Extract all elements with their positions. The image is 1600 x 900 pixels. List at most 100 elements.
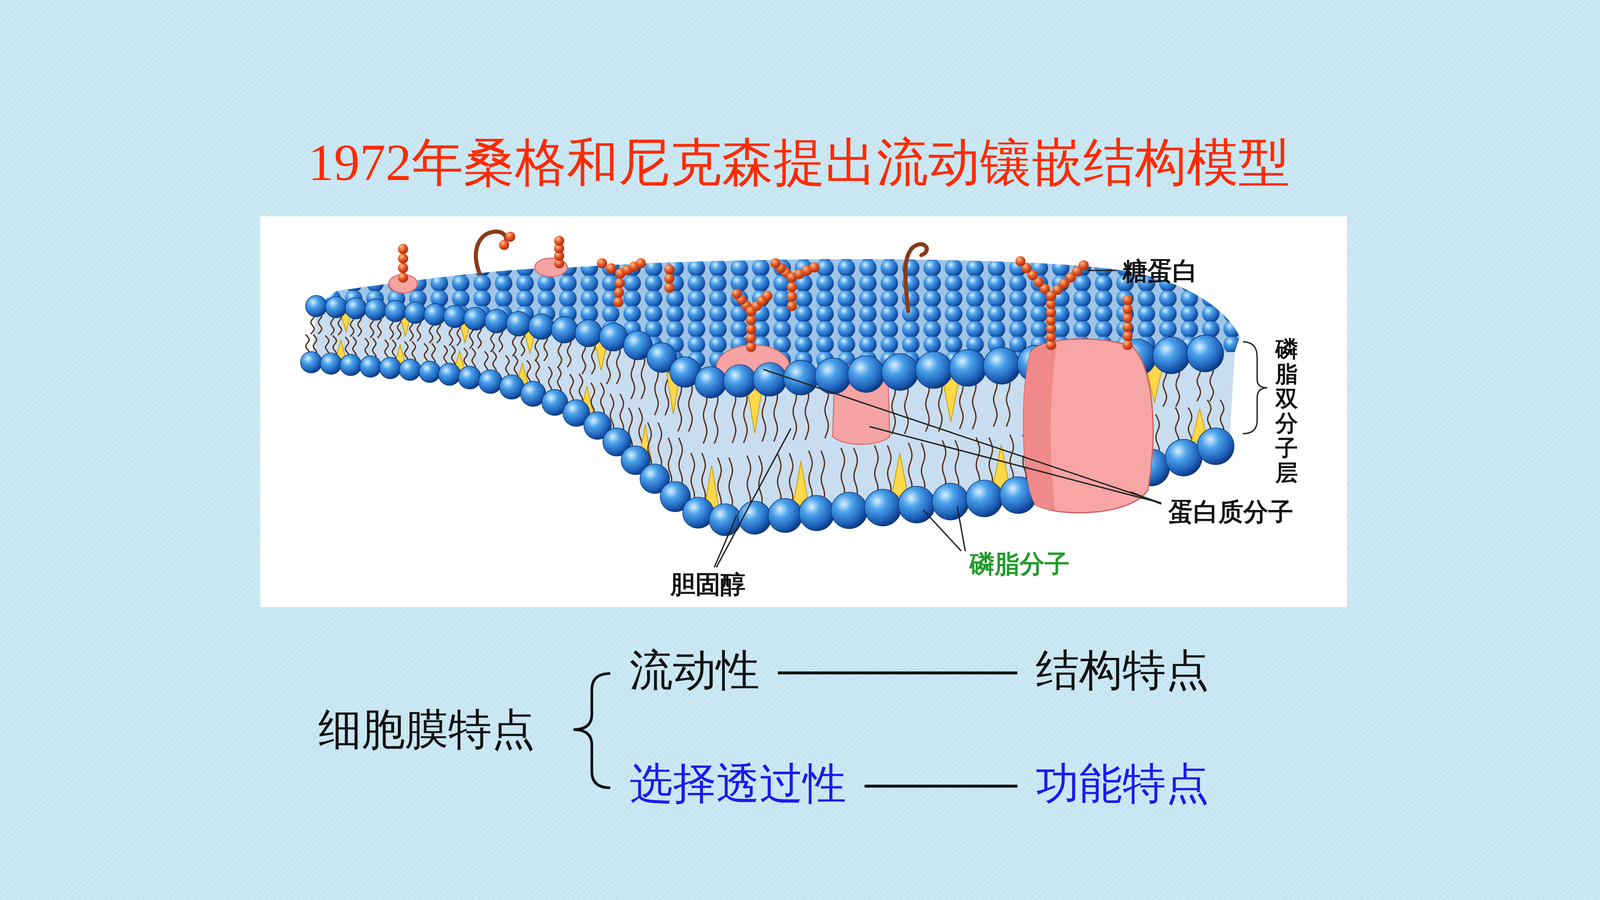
feature-label: 功能特点 — [1035, 758, 1210, 809]
sugar-bead — [745, 341, 756, 352]
feature-label: 选择透过性 — [629, 758, 847, 809]
phospholipid-head — [881, 353, 919, 391]
lipid-tail — [606, 345, 611, 385]
phospholipid-head — [320, 352, 342, 375]
phospholipid-head — [325, 296, 347, 318]
sugar-bead — [664, 282, 675, 293]
sugar-bead — [745, 315, 756, 325]
lipid-tail — [1010, 434, 1014, 485]
phospholipid-head — [965, 480, 1003, 517]
part-label: 蛋白质分子 — [1168, 495, 1294, 530]
sugar-bead — [613, 297, 624, 308]
feature-text: 细胞膜特点 — [316, 702, 537, 758]
phospholipid-head — [424, 303, 446, 326]
lipid-tail — [732, 390, 736, 444]
feature-label: 细胞膜特点 — [318, 704, 535, 755]
sugar-bead — [613, 287, 624, 298]
sugar-bead — [809, 262, 820, 273]
sugar-bead — [554, 235, 565, 246]
lipid-tail — [921, 442, 925, 494]
part-label: 糖蛋白 — [1122, 254, 1198, 289]
sugar-bead — [505, 231, 515, 242]
sugar-bead — [1122, 340, 1133, 350]
phospholipid-head — [463, 307, 487, 330]
sugar-bead — [1122, 330, 1133, 341]
phospholipid-head — [365, 298, 387, 320]
lipid-tail — [616, 345, 621, 385]
phospholipid-head — [847, 355, 885, 393]
lipid-tail — [717, 457, 722, 510]
connector-line — [864, 784, 1018, 788]
lipid-tail — [657, 422, 662, 470]
phospholipid-head — [404, 302, 426, 324]
phospholipid-head — [1152, 337, 1190, 374]
lipid-tail — [805, 387, 809, 440]
phospholipid-head — [506, 311, 531, 337]
lipid-tail — [620, 393, 624, 434]
phospholipid-head — [443, 305, 467, 328]
lipid-tail — [703, 391, 708, 444]
sugar-bead — [397, 262, 408, 273]
sugar-bead — [762, 290, 773, 301]
sugar-bead — [597, 258, 608, 269]
lipid-tail — [747, 455, 751, 508]
lipid-tail — [630, 354, 635, 400]
lipid-tail — [853, 447, 858, 500]
sugar-bead — [770, 258, 781, 269]
lipid-tail — [908, 442, 913, 494]
sugar-bead — [786, 291, 797, 302]
sugar-bead — [786, 282, 797, 293]
phospholipid-head — [551, 316, 578, 343]
lipid-tail — [887, 445, 892, 497]
cholesterol — [747, 389, 763, 434]
protein-shade — [1023, 344, 1058, 511]
lipid-tail — [820, 450, 825, 503]
connector-line — [777, 671, 1018, 675]
phospholipid-head — [1186, 335, 1224, 372]
sugar-bead — [1015, 256, 1026, 267]
sugar-bead — [499, 240, 510, 250]
lipid-tail — [976, 437, 980, 488]
protein-molecule — [534, 258, 568, 277]
lipid-tail — [874, 445, 879, 497]
phospholipid-head — [575, 319, 603, 347]
sugar-bead — [745, 332, 756, 343]
lipid-tail — [904, 382, 909, 434]
lipid-tail — [701, 452, 706, 504]
sugar-bead — [664, 264, 675, 275]
sugar-bead — [1122, 295, 1133, 305]
lipid-tail — [891, 382, 896, 434]
sugar-bead — [397, 253, 408, 264]
phospholipid-head — [360, 355, 382, 378]
sugar-bead — [1122, 312, 1133, 323]
lipid-tail — [789, 453, 793, 506]
part-label: 胆固醇 — [670, 567, 746, 602]
glycoprotein-chain — [475, 231, 507, 274]
sugar-bead — [664, 273, 675, 284]
glycoprotein-chain — [905, 244, 928, 312]
feature-label: 结构特点 — [1035, 645, 1210, 696]
phospholipid-head — [478, 370, 503, 394]
phospholipid-head — [438, 363, 461, 386]
phospholipid-head — [830, 492, 868, 529]
phospholipid-head — [1197, 427, 1235, 465]
phospholipid-head — [499, 374, 525, 400]
sugar-bead — [1122, 303, 1133, 314]
bracket — [573, 673, 610, 788]
sugar-bead — [745, 324, 756, 335]
lipid-tail — [728, 457, 733, 510]
cholesterol — [942, 379, 960, 422]
sugar-bead — [786, 300, 797, 311]
cholesterol — [891, 452, 909, 496]
phospholipid-head — [419, 360, 441, 383]
lipid-tail — [677, 381, 682, 432]
lipid-tail — [714, 391, 718, 444]
phospholipid-head — [345, 297, 367, 319]
feature-label: 流动性 — [629, 645, 760, 696]
lipid-tail — [938, 380, 943, 432]
lipid-tail — [808, 450, 813, 503]
sugar-bead — [731, 288, 742, 299]
sugar-bead — [1078, 260, 1089, 270]
lipid-tail — [959, 378, 964, 429]
sugar-bead — [635, 258, 646, 269]
